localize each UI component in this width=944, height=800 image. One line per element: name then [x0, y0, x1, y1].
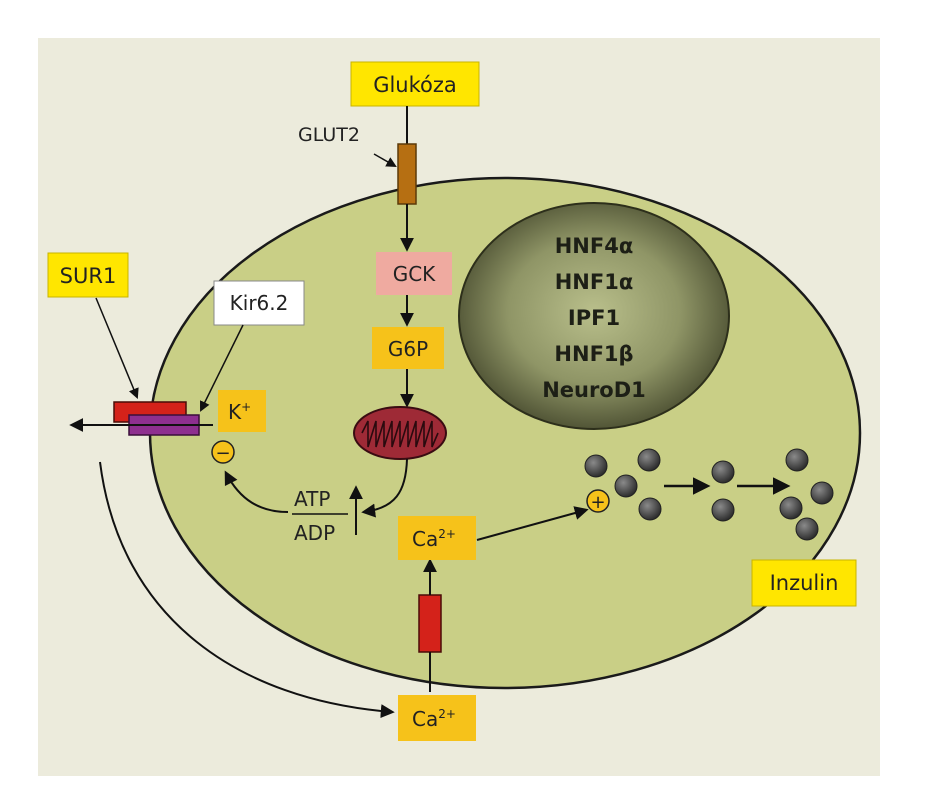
plus-symbol: +: [590, 492, 605, 513]
minus-symbol: −: [215, 443, 230, 464]
factor-hnf4a: HNF4α: [555, 234, 634, 258]
insulin-box: [751, 559, 857, 607]
kir62-label: Kir6.2: [230, 291, 289, 315]
glut2-pointer-arrow: [373, 153, 397, 168]
inhibition-sign: [211, 440, 235, 464]
atp-label: ATP: [294, 487, 330, 511]
gck-box: [376, 252, 452, 295]
factor-hnf1b: HNF1β: [554, 342, 633, 366]
arrow-mitochondrion-to-atp: [361, 458, 408, 518]
potassium-box: [218, 390, 266, 432]
glut2-label: GLUT2: [298, 124, 360, 146]
sur1-box: [47, 252, 129, 298]
insulin-label: Inzulin: [770, 571, 839, 595]
arrow-atp-to-katp-inhibition: [224, 470, 289, 513]
adp-label: ADP: [294, 521, 335, 545]
factor-ipf1: IPF1: [568, 306, 620, 330]
nucleus: [458, 202, 730, 430]
factor-hnf1a: HNF1α: [555, 270, 634, 294]
insulin-granules-released: [779, 448, 834, 541]
calcium-channel: [418, 594, 442, 653]
factor-neurod1: NeuroD1: [542, 378, 646, 402]
transcription-factor-list: HNF4α HNF1α IPF1 HNF1β NeuroD1: [542, 234, 646, 402]
gck-label: GCK: [393, 262, 436, 286]
mitochondrion: [353, 406, 447, 460]
sur1-pointer-arrow: [95, 297, 139, 399]
kir62-box: [213, 280, 305, 326]
glut2-transporter: [397, 143, 417, 205]
g6p-box: [372, 327, 444, 369]
potassium-label: K+: [228, 400, 251, 424]
insulin-granules-stored: [584, 448, 662, 521]
arrow-calcium-to-secretion: [476, 506, 589, 541]
depolarization-arrow: [99, 461, 395, 719]
glucose-box: [350, 61, 480, 107]
calcium-extracellular-box: [398, 695, 476, 741]
sur1-label: SUR1: [60, 264, 117, 288]
stimulation-sign: [586, 489, 610, 513]
kir62-pointer-arrow: [200, 324, 244, 412]
glucose-label: Glukóza: [373, 73, 457, 97]
calcium-intracellular-box: [398, 516, 476, 560]
g6p-label: G6P: [388, 337, 428, 361]
insulin-granules-docking: [711, 460, 735, 522]
calcium-extracellular-label: Ca2+: [412, 707, 456, 731]
calcium-intracellular-label: Ca2+: [412, 527, 456, 551]
